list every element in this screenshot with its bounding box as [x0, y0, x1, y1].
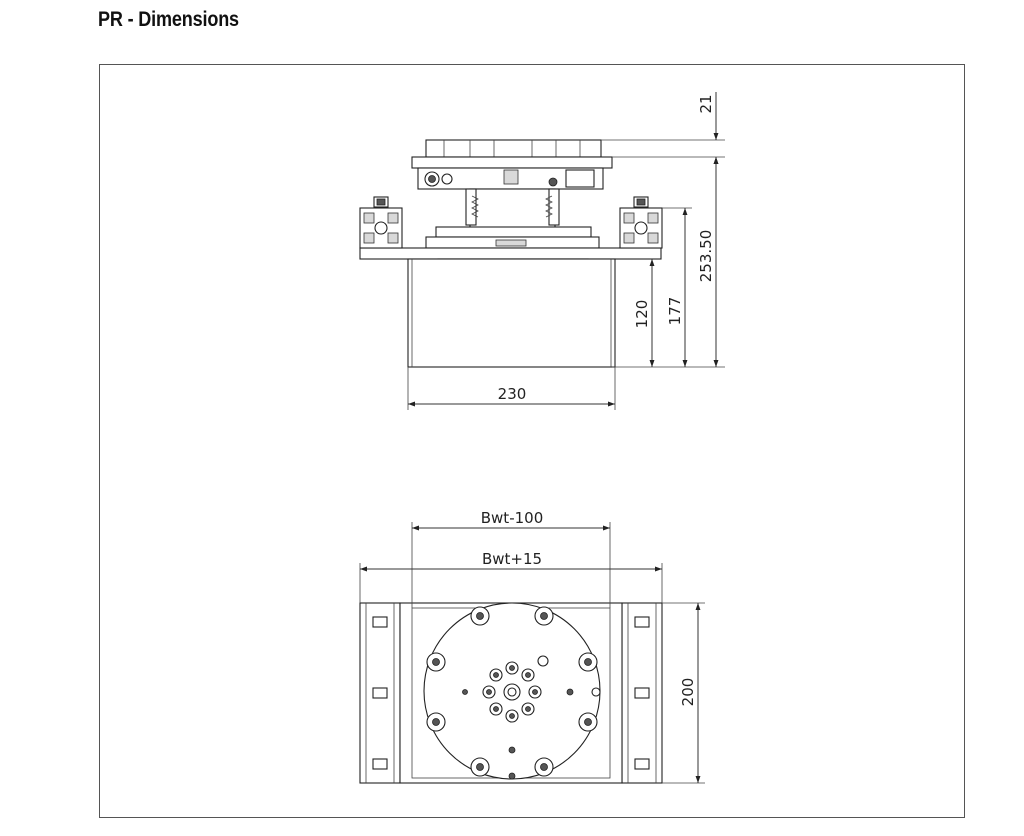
outer-bolts [426, 606, 598, 777]
dim-top-plate: 21 [601, 92, 725, 175]
base-plate [359, 247, 662, 260]
top-view: Bwt-100 Bwt+15 200 [359, 509, 705, 784]
dim-label-depth: 200 [679, 678, 697, 707]
left-rail [359, 602, 401, 784]
dim-label-top-plate: 21 [697, 94, 715, 113]
right-rail-profile [619, 196, 663, 249]
dim-rail-height: 177 [662, 207, 692, 367]
dim-body-height: 120 [633, 259, 655, 367]
dim-label-body-height: 120 [633, 300, 651, 329]
dim-label-overall: 253.50 [697, 230, 715, 283]
lower-body [407, 258, 616, 368]
dim-label-inner-span: Bwt-100 [481, 509, 543, 527]
dim-width: 230 [407, 367, 616, 410]
drawing-frame [99, 64, 965, 818]
dim-label-outer-span: Bwt+15 [482, 550, 542, 568]
page-title: PR - Dimensions [98, 8, 239, 31]
inner-bolts [462, 655, 601, 780]
dim-inner-span: Bwt-100 [411, 509, 611, 608]
left-rail-profile [359, 196, 403, 249]
column [425, 188, 600, 249]
dim-depth: 200 [662, 602, 705, 784]
side-view: 21 253.50 177 120 230 [359, 92, 725, 410]
top-plate [411, 139, 613, 190]
dim-overall: 253.50 [612, 157, 725, 368]
dim-label-rail-height: 177 [666, 297, 684, 326]
right-rail [621, 602, 663, 784]
dim-label-width: 230 [498, 385, 527, 403]
dim-outer-span: Bwt+15 [359, 550, 663, 603]
